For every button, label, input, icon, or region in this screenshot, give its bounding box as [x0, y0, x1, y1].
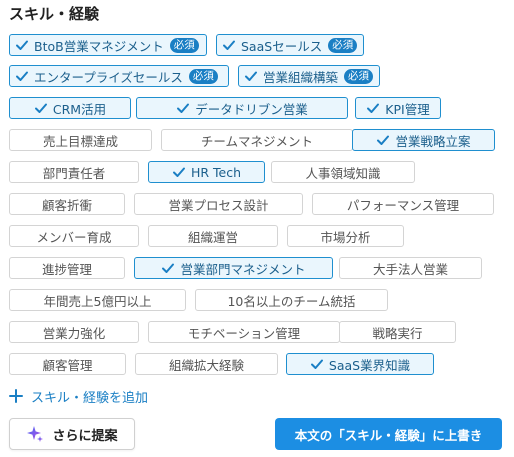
skill-chip[interactable]: 営業力強化	[9, 321, 139, 343]
skill-chip-label: 組織拡大経験	[168, 357, 244, 373]
check-icon	[223, 40, 235, 50]
skill-chip[interactable]: 戦略実行	[339, 321, 456, 343]
skill-chip[interactable]: 組織運営	[148, 225, 278, 247]
skill-chip-label: 進捗管理	[41, 261, 92, 277]
skill-chip-label: 大手法人営業	[372, 261, 448, 277]
skill-chip-label: HR Tech	[190, 164, 242, 180]
skill-chip[interactable]: 顧客折衝	[9, 193, 125, 215]
skill-chip-label: KPI管理	[385, 101, 430, 117]
skill-chip-label: チームマネジメント	[200, 133, 314, 149]
skill-chip-label: 組織運営	[187, 229, 238, 245]
check-icon	[34, 103, 47, 113]
check-icon	[172, 167, 185, 177]
skill-chip-label: データドリブン営業	[195, 101, 308, 117]
sparkle-icon	[27, 426, 44, 442]
add-skill-label: スキル・経験を追加	[31, 390, 149, 406]
skill-chip-label: SaaS業界知識	[328, 357, 411, 373]
required-badge: 必須	[169, 37, 199, 53]
skill-chip-label: 10名以上のチーム統括	[227, 293, 356, 309]
check-icon	[310, 359, 323, 369]
skill-chip[interactable]: パフォーマンス管理	[312, 193, 494, 215]
skill-chip[interactable]: 部門責任者	[9, 161, 139, 183]
add-skill-link[interactable]: スキル・経験を追加	[9, 386, 148, 406]
skill-chip[interactable]: 10名以上のチーム統括	[195, 289, 388, 311]
skill-chip-label: 営業力強化	[42, 325, 106, 341]
check-icon	[177, 103, 190, 113]
skill-chip-label: メンバー育成	[36, 229, 112, 245]
skill-chip-label: 営業部門マネジメント	[180, 261, 306, 277]
skill-chip[interactable]: 営業組織構築必須	[238, 65, 380, 87]
skill-chip[interactable]: チームマネジメント	[161, 129, 353, 151]
skill-chip[interactable]: HR Tech	[148, 161, 265, 183]
skill-chip[interactable]: SaaS業界知識	[286, 353, 434, 375]
skill-chip-label: BtoB営業マネジメント	[34, 38, 164, 54]
skill-chip-label: SaaSセールス	[241, 38, 323, 54]
skill-chip[interactable]: 営業戦略立案	[352, 129, 495, 151]
skill-chip[interactable]: 営業プロセス設計	[134, 193, 303, 215]
check-icon	[367, 103, 380, 113]
skill-chip-label: エンタープライズセールス	[34, 69, 183, 85]
skill-chip[interactable]: 営業部門マネジメント	[134, 257, 333, 279]
skill-chip[interactable]: データドリブン営業	[136, 97, 348, 119]
skill-chip-label: パフォーマンス管理	[346, 197, 460, 213]
required-badge: 必須	[328, 37, 358, 53]
skill-chip[interactable]: 顧客管理	[9, 353, 126, 375]
skill-chip[interactable]: 売上目標達成	[9, 129, 152, 151]
skill-chip[interactable]: 人事領域知識	[271, 161, 415, 183]
skill-chip-label: 部門責任者	[42, 165, 106, 181]
check-icon	[16, 71, 28, 81]
section-title: スキル・経験	[9, 5, 100, 23]
required-badge: 必須	[344, 68, 374, 84]
suggest-more-button[interactable]: さらに提案	[9, 418, 135, 450]
skill-chip[interactable]: 年間売上5億円以上	[9, 289, 186, 311]
skill-chip[interactable]: モチベーション管理	[148, 321, 340, 343]
skill-chip-label: 人事領域知識	[305, 165, 381, 181]
skill-chip-label: 営業プロセス設計	[168, 197, 269, 213]
skill-chip-label: 売上目標達成	[42, 133, 118, 149]
check-icon	[162, 263, 175, 273]
plus-icon	[9, 389, 23, 403]
skill-chip-label: 年間売上5億円以上	[43, 293, 152, 309]
skill-chip-label: 顧客折衝	[41, 197, 92, 213]
check-icon	[245, 71, 257, 81]
skill-chip[interactable]: 組織拡大経験	[135, 353, 278, 375]
skill-chip-label: 顧客管理	[42, 357, 93, 373]
overwrite-skills-button[interactable]: 本文の「スキル・経験」に上書き	[275, 418, 502, 450]
skill-chip[interactable]: 大手法人営業	[339, 257, 482, 279]
skill-chip-label: モチベーション管理	[187, 325, 301, 341]
check-icon	[16, 40, 28, 50]
skill-chip[interactable]: 進捗管理	[9, 257, 125, 279]
skill-chip-label: 営業戦略立案	[395, 133, 471, 149]
check-icon	[377, 135, 390, 145]
skill-chip-label: 戦略実行	[372, 325, 423, 341]
skill-chip[interactable]: 市場分析	[287, 225, 404, 247]
skill-chip[interactable]: エンタープライズセールス必須	[9, 65, 229, 87]
required-badge: 必須	[188, 68, 218, 84]
skill-chip-label: 営業組織構築	[263, 69, 339, 85]
skill-chip[interactable]: メンバー育成	[9, 225, 139, 247]
overwrite-skills-label: 本文の「スキル・経験」に上書き	[294, 427, 483, 443]
skill-chip[interactable]: KPI管理	[355, 97, 441, 119]
skill-chip[interactable]: SaaSセールス必須	[216, 34, 364, 56]
skill-chip[interactable]: BtoB営業マネジメント必須	[9, 34, 207, 56]
skill-chip[interactable]: CRM活用	[9, 97, 131, 119]
suggest-more-label: さらに提案	[52, 428, 118, 444]
skill-chip-label: 市場分析	[320, 229, 371, 245]
skill-chip-label: CRM活用	[52, 101, 107, 117]
